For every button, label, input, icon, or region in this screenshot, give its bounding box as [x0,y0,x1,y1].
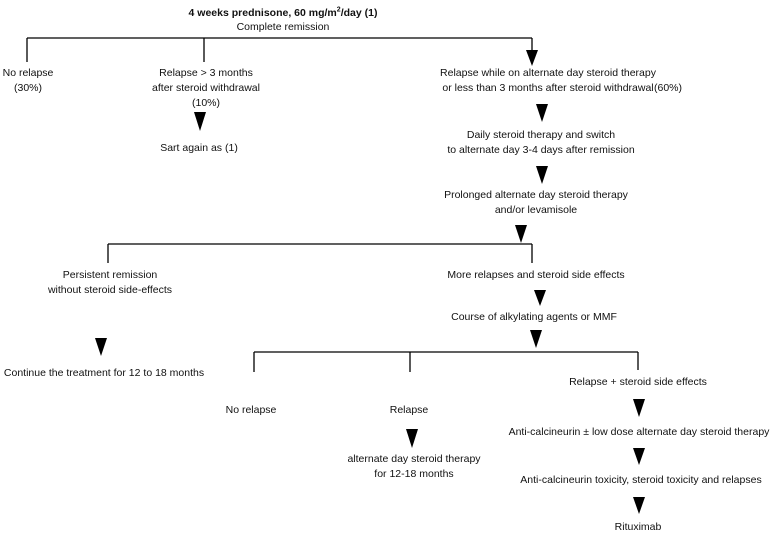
anti-calcineurin: Anti-calcineurin ± low dose alternate da… [508,426,770,438]
persistent-line2: without steroid side-effects [47,284,173,296]
arrow-down-icon [534,290,546,306]
arrow-down-icon [530,330,542,348]
rituximab: Rituximab [614,521,662,533]
no-relapse-mid: No relapse [225,404,277,416]
toxicity-relapses: Anti-calcineurin toxicity, steroid toxic… [520,474,762,486]
daily-steroid-line2: to alternate day 3-4 days after remissio… [447,144,635,156]
arrow-down-icon [95,338,107,356]
no-relapse-percent: (30%) [13,82,42,94]
relapse-gt3-line1: Relapse > 3 months [159,67,253,79]
title: 4 weeks prednisone, 60 mg/m2/day (1) [189,6,378,21]
title-text: 4 weeks prednisone, 60 mg/m [188,7,337,19]
arrow-down-icon [536,166,548,184]
relapse-mid: Relapse [389,404,429,416]
start-again: Sart again as (1) [160,142,238,154]
daily-steroid-line1: Daily steroid therapy and switch [466,129,616,141]
title-superscript: 2 [336,6,341,14]
relapse-alternate: Relapse while on alternate day steroid t… [440,66,656,96]
complete-remission: Complete remission [236,21,330,33]
arrow-down-icon [633,448,645,465]
daily-steroid: Daily steroid therapy and switch to alte… [447,128,634,158]
arrow-down-icon [633,497,645,514]
continue-treatment: Continue the treatment for 12 to 18 mont… [3,367,205,379]
arrow-down-icon [536,104,548,122]
relapse-alternate-line2: or less than 3 months after steroid with… [442,82,654,94]
no-relapse-label: No relapse [2,67,54,79]
relapse-alternate-line1: Relapse while on alternate day steroid t… [440,67,656,79]
relapse-alternate-percent: (60%) [654,82,683,94]
prolonged-line2: and/or levamisole [494,204,578,216]
arrow-down-icon [633,399,645,417]
persistent-line1: Persistent remission [62,269,158,281]
alt-day-line2: for 12-18 months [374,468,454,480]
relapse-gt3-line2: after steroid withdrawal [152,82,260,94]
arrow-down-icon [406,429,418,448]
alternate-day-therapy: alternate day steroid therapy for 12-18 … [347,452,480,482]
persistent-remission: Persistent remission without steroid sid… [48,268,172,298]
arrow-down-icon [194,112,206,131]
prolonged-line1: Prolonged alternate day steroid therapy [444,189,628,201]
title-text-end: /day (1) [340,7,378,19]
arrow-down-icon [526,50,538,66]
alkylating-agents: Course of alkylating agents or MMF [451,311,617,323]
relapse-gt-3-months: Relapse > 3 months after steroid withdra… [152,66,260,111]
no-relapse-top: No relapse (30%) [3,66,54,96]
arrow-down-icon [515,225,527,243]
relapse-side-effects: Relapse + steroid side effects [569,376,707,388]
relapse-gt3-percent: (10%) [191,97,220,109]
alt-day-line1: alternate day steroid therapy [347,453,481,465]
more-relapses: More relapses and steroid side effects [447,269,625,281]
prolonged-therapy: Prolonged alternate day steroid therapy … [444,188,628,218]
